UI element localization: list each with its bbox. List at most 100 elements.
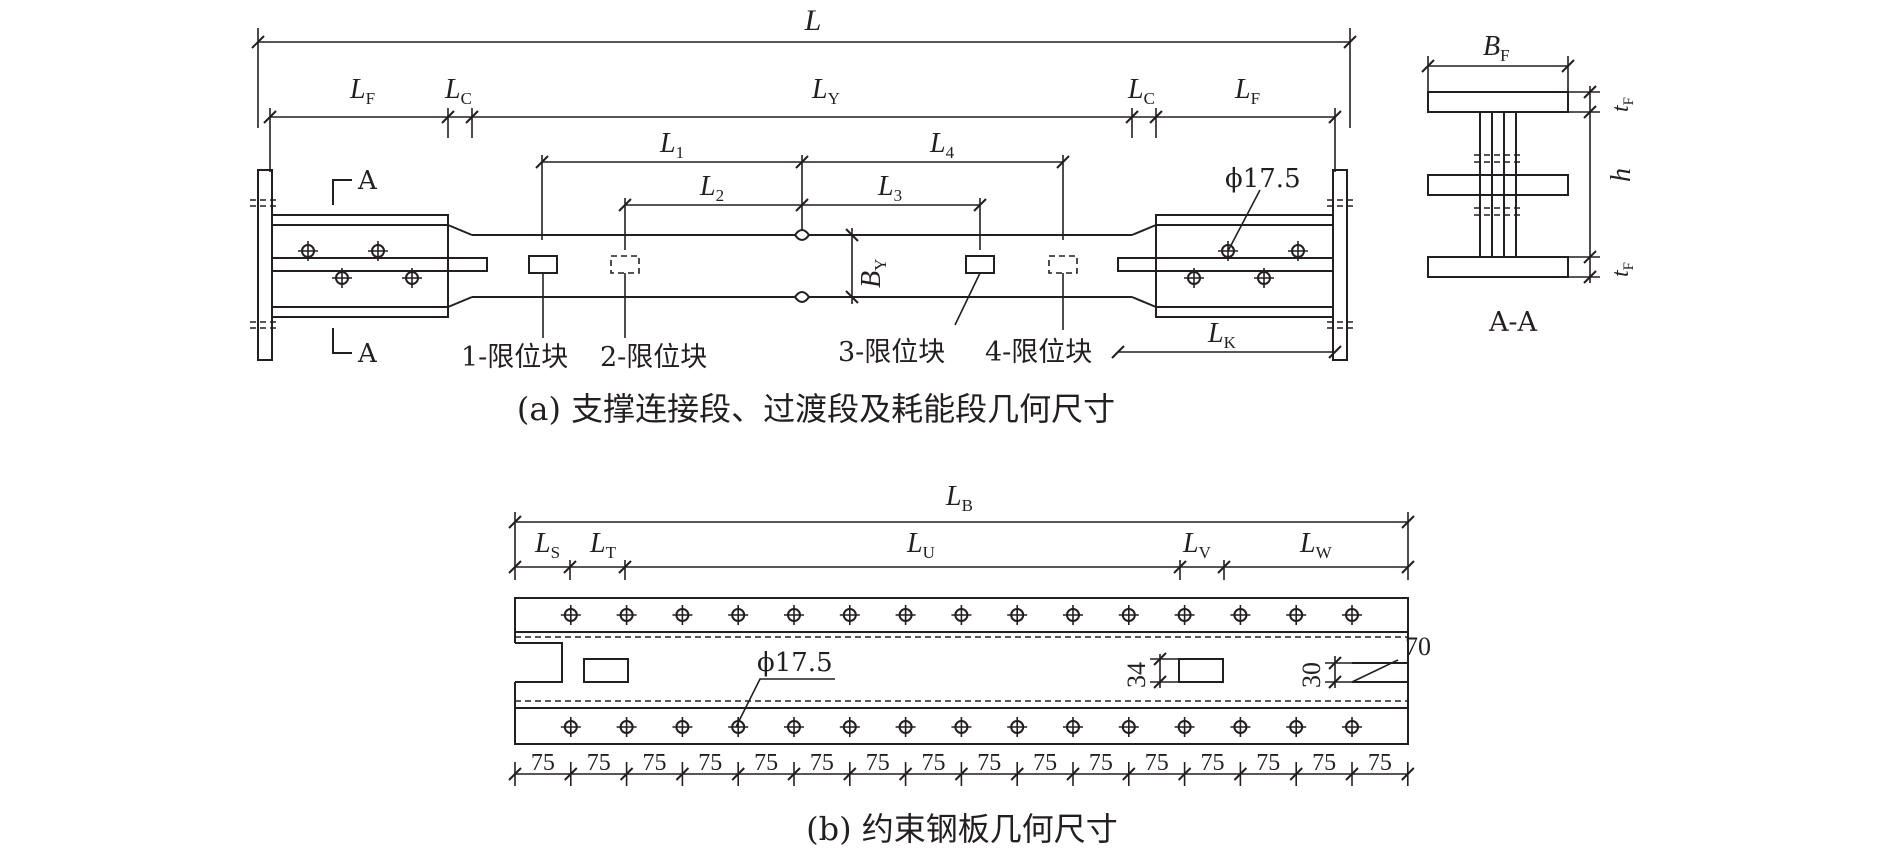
label-notch-length: 70 — [1405, 632, 1431, 661]
section-mark-bottom: A — [332, 328, 378, 369]
label-LV: LV — [1182, 528, 1212, 562]
label-spacing: 75 — [1033, 750, 1057, 776]
label-LF-right: LF — [1234, 74, 1260, 108]
label-LS: LS — [534, 528, 560, 562]
bolt-icon — [839, 605, 860, 625]
label-L2: L2 — [699, 171, 724, 205]
bolt-icon — [839, 717, 860, 737]
svg-text:A: A — [357, 166, 378, 196]
label-spacing: 75 — [587, 750, 611, 776]
stopper-2 — [610, 255, 640, 274]
svg-text:A: A — [357, 339, 378, 369]
bolt-icon — [368, 241, 388, 261]
dim-BY: BY — [845, 228, 890, 304]
bolt-diameter-leader: ϕ17.5 — [1225, 164, 1301, 252]
bolt-icon — [1118, 717, 1139, 737]
bolts-right — [1184, 241, 1308, 288]
dim-LK: LK — [1111, 318, 1342, 359]
dim-L: L — [251, 4, 1357, 128]
bolt-icon — [728, 717, 749, 737]
bolt-icon — [951, 717, 972, 737]
section-title: A-A — [1488, 307, 1538, 338]
label-spacing: 75 — [866, 750, 890, 776]
bolt-icon — [1230, 717, 1251, 737]
bolt-icon — [1342, 717, 1362, 737]
bolt-icon — [1174, 717, 1195, 737]
section-aa: BF tF h tF A-A — [1421, 31, 1637, 338]
bolt-icon — [672, 717, 693, 737]
label-spacing: 75 — [531, 750, 555, 776]
stopper-3 — [965, 255, 995, 274]
label-spacing: 75 — [1201, 750, 1225, 776]
label-BY: BY — [856, 259, 890, 288]
caption-a: (a) 支撑连接段、过渡段及耗能段几何尺寸 — [517, 390, 1115, 428]
label-LB: LB — [945, 481, 973, 515]
label-L: L — [804, 4, 822, 37]
label-spacing: 75 — [977, 750, 1001, 776]
bolt-icon — [1342, 605, 1362, 625]
bolt-rows — [560, 605, 1362, 737]
label-slot-height: 34 — [1122, 662, 1151, 688]
label-spacing: 75 — [922, 750, 946, 776]
label-spacing: 75 — [1145, 750, 1169, 776]
bolt-icon — [784, 605, 804, 625]
label-stopper-2: 2-限位块 — [600, 342, 707, 373]
slot-left — [583, 658, 629, 683]
label-spacing: 75 — [754, 750, 778, 776]
label-stopper-3: 3-限位块 — [838, 337, 945, 368]
bolt-icon — [402, 268, 422, 288]
bolt-icon — [895, 717, 916, 737]
bolt-icon — [560, 605, 581, 625]
label-LF-left: LF — [349, 74, 375, 108]
bolt-icon — [1063, 605, 1083, 625]
bolt-icon — [1286, 605, 1307, 625]
end-plate-right — [1327, 169, 1355, 361]
yielding-segment — [472, 229, 1132, 303]
bolt-icon — [1286, 717, 1307, 737]
stopper-blocks: 1-限位块 2-限位块 3-限位块 4-限位块 — [461, 255, 1092, 373]
figure-a: L LF LC LY LC LF — [250, 4, 1357, 428]
bolt-icon — [895, 605, 916, 625]
bolt-icon — [332, 268, 352, 288]
label-bolt-dia-a: ϕ17.5 — [1225, 164, 1301, 194]
bolt-icon — [616, 717, 637, 737]
label-notch-height: 30 — [1297, 662, 1326, 688]
dim-row-2: LF LC LY LC LF — [263, 74, 1342, 172]
dim-L2-L3: L2 L3 — [618, 171, 987, 250]
bolts-left — [298, 241, 422, 288]
label-LY: LY — [811, 74, 840, 108]
bolt-icon — [672, 605, 693, 625]
bolt-icon — [560, 717, 581, 737]
connection-segment-right — [1117, 214, 1334, 318]
bolt-icon — [1063, 717, 1083, 737]
stopper-1 — [528, 255, 558, 274]
label-bolt-dia-b: ϕ17.5 — [757, 648, 833, 678]
label-LW: LW — [1299, 528, 1333, 562]
label-stopper-4: 4-限位块 — [985, 337, 1092, 368]
label-LK: LK — [1207, 318, 1237, 352]
bolt-icon — [951, 605, 972, 625]
section-mark-top: A — [332, 166, 378, 205]
bolt-icon — [1007, 717, 1028, 737]
label-L3: L3 — [877, 171, 902, 205]
label-BF: BF — [1483, 31, 1510, 65]
bolt-icon — [1254, 268, 1274, 288]
label-spacing: 75 — [698, 750, 722, 776]
bolt-icon — [784, 717, 804, 737]
label-L1: L1 — [659, 128, 684, 162]
dim-L1-L4: L1 L4 — [535, 128, 1070, 240]
bolt-icon — [1174, 605, 1195, 625]
bolt-icon — [298, 241, 318, 261]
label-L4: L4 — [929, 128, 955, 162]
label-LC-right: LC — [1127, 74, 1155, 108]
bolt-icon — [616, 605, 637, 625]
label-spacing: 75 — [1312, 750, 1336, 776]
bolt-icon — [1007, 605, 1028, 625]
label-spacing: 75 — [810, 750, 834, 776]
bolt-icon — [728, 605, 749, 625]
connection-segment-left — [271, 214, 488, 318]
label-LC-left: LC — [444, 74, 472, 108]
label-stopper-1: 1-限位块 — [461, 342, 568, 373]
